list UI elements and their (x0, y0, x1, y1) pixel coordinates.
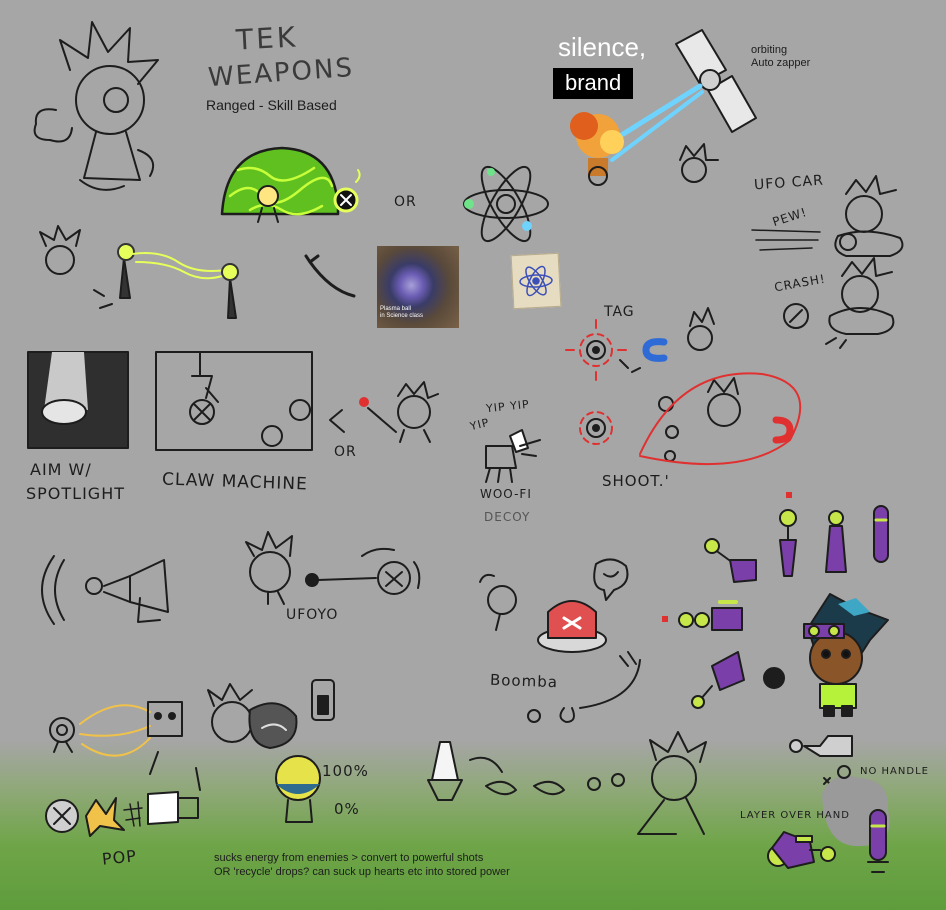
aim-label-line1: AIM W/ (30, 460, 92, 479)
remote-character-sketch (359, 381, 439, 443)
boomba-sketch (479, 558, 641, 723)
claw-machine-sketch (155, 351, 345, 451)
satellite-title-line1: silence, (558, 32, 647, 62)
no-handle-label: NO HANDLE (860, 766, 929, 777)
atom-reference-card (510, 252, 562, 310)
satellite-drawing (570, 29, 757, 186)
ufoyo-label: UFOYO (286, 607, 339, 623)
shoot-label: SHOOT.' (602, 472, 670, 490)
satellite-title-line2: brand (553, 68, 634, 99)
ufoyo-sketch (245, 531, 421, 605)
atom-icon (519, 265, 553, 297)
woofi-label: WOO-FI (480, 487, 532, 501)
tag-label: TAG (604, 304, 635, 320)
pop-label: POP (101, 846, 138, 869)
tag-targets-sketch (565, 307, 802, 466)
boomba-label: Boomba (489, 670, 559, 692)
title-line1: TEK (235, 20, 299, 57)
ufo-car-sketch (751, 175, 904, 349)
megaphone-sketch (41, 555, 169, 625)
percent-empty-label: 0% (334, 800, 360, 818)
spotlight-sketch (27, 351, 129, 449)
plasma-ball-drawing (220, 146, 361, 223)
energy-note-line2: OR 'recycle' drops? can suck up hearts e… (214, 866, 510, 878)
tesla-coil-sketch (39, 225, 356, 319)
or-label-plasma: OR (394, 194, 417, 210)
subtitle: Ranged - Skill Based (206, 97, 337, 113)
decoy-label: DECOY (484, 510, 531, 524)
plasma-caption-line1: Plasma ball (380, 306, 412, 312)
lava-lamp-gun-sketch (427, 731, 707, 835)
atom-drawing (463, 165, 549, 243)
percent-full-label: 100% (322, 762, 369, 780)
plasma-photo-caption: Plasma ball in Science class (380, 306, 423, 320)
energy-vacuum-sketch (45, 679, 335, 837)
satellite-label-line1: orbiting (751, 44, 788, 56)
gun-handle-variants (767, 735, 890, 873)
aim-label-line2: SPOTLIGHT (26, 484, 126, 503)
plasma-ball-photo: Plasma ball in Science class (377, 246, 459, 328)
woofi-dog-sketch (485, 429, 541, 483)
layer-over-hand-label: LAYER OVER HAND (740, 810, 850, 821)
pixel-gunner-sprite (662, 492, 889, 717)
plasma-caption-line2: in Science class (380, 313, 424, 319)
or-label-claw: OR (334, 444, 357, 460)
satellite-label-line2: Auto zapper (751, 57, 811, 69)
energy-note-line1: sucks energy from enemies > convert to p… (214, 852, 484, 864)
character-sketch-topleft (33, 21, 159, 191)
